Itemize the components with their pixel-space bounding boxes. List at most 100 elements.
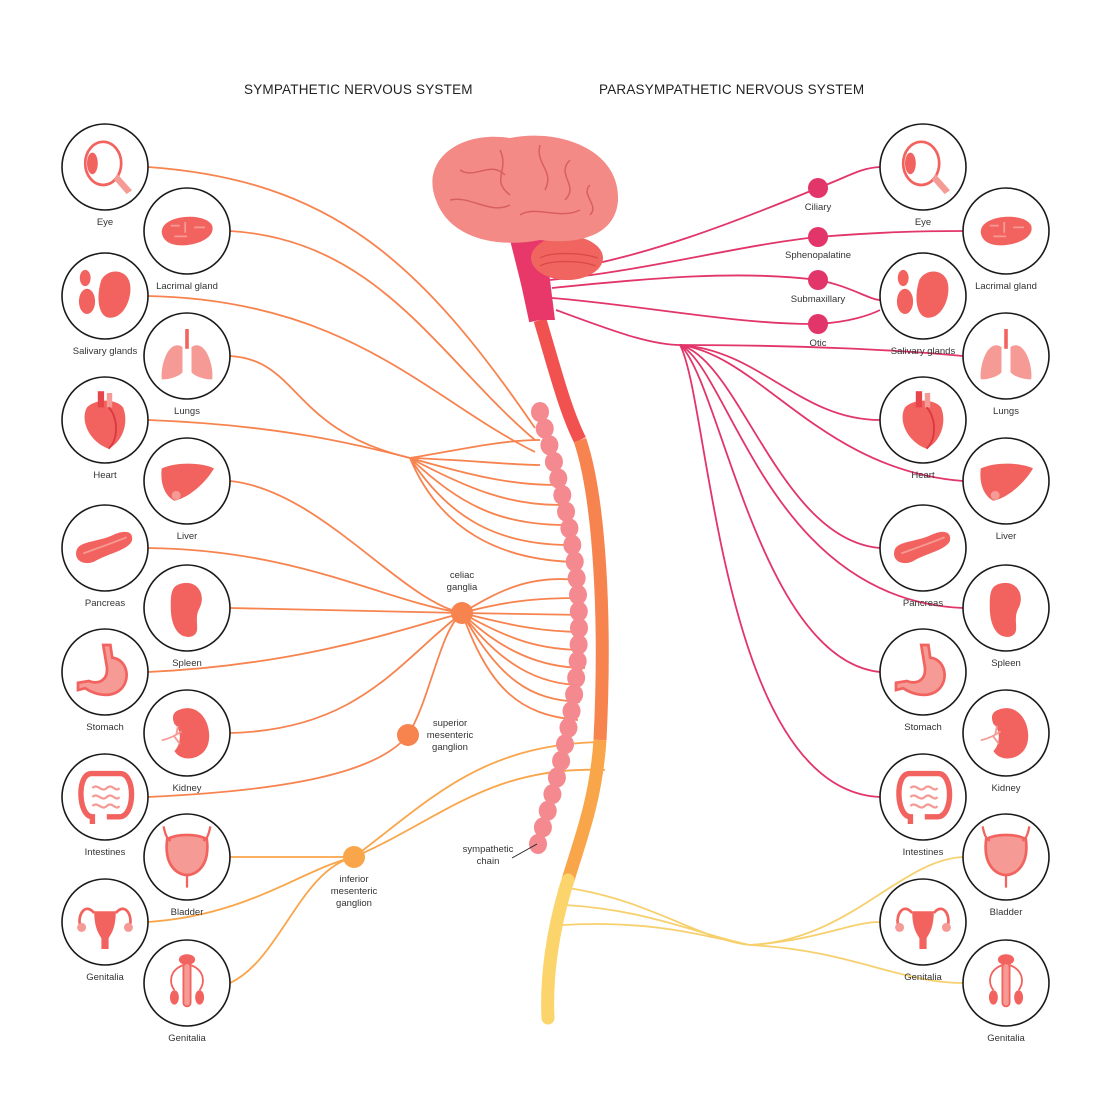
sphenopalatine-node — [808, 227, 828, 247]
sympathetic-organ-label: Genitalia — [168, 1033, 206, 1044]
sympathetic-organ-label: Genitalia — [86, 972, 124, 983]
sympathetic-organ-label: Spleen — [172, 658, 202, 669]
otic-node — [808, 314, 828, 334]
sympathetic-organ-circle-eye — [61, 123, 149, 211]
sympathetic-organ-label: Pancreas — [84, 598, 126, 609]
nerve-eye — [147, 166, 536, 429]
chain-ganglion — [549, 468, 568, 489]
chain-ganglion — [570, 618, 588, 638]
parasympathetic-organ-label: Intestines — [902, 847, 944, 858]
sympathetic-organ-label: Lacrimal gland — [156, 281, 218, 292]
chain-ganglion — [560, 518, 579, 539]
chain-ganglion — [562, 701, 581, 722]
celiac-ganglia-node — [451, 602, 473, 624]
parasympathetic-organ-label: Genitalia — [987, 1033, 1025, 1044]
chain-ganglion — [553, 485, 572, 506]
parasympathetic-organ-label: Lungs — [993, 406, 1019, 417]
chain-ganglion — [531, 402, 549, 422]
nerve-pancreas — [147, 547, 463, 614]
sacral-parasympathetic-nerves — [561, 856, 964, 984]
chain-ganglion — [569, 634, 588, 655]
parasympathetic-organ-label: Genitalia — [904, 972, 942, 983]
parasympathetic-organ-label: Liver — [995, 531, 1017, 542]
ciliary-node — [808, 178, 828, 198]
parasympathetic-organ-label: Heart — [911, 470, 935, 481]
sympathetic-organ-label: Kidney — [172, 783, 202, 794]
chain-ganglion — [535, 418, 554, 439]
chain-ganglion — [559, 717, 578, 738]
salivary-icon — [896, 269, 949, 318]
chain-ganglion — [529, 834, 547, 854]
celiac-to-superior — [407, 612, 463, 736]
salivary-icon — [78, 269, 131, 318]
sympathetic-organ-label: Bladder — [170, 907, 204, 918]
sympathetic-organ-label: Lungs — [174, 406, 200, 417]
chain-ganglion — [563, 534, 582, 555]
nerve-salivary — [147, 295, 536, 453]
chain-ganglion — [569, 601, 588, 622]
chain-ganglion — [547, 767, 566, 788]
fan-celiac — [461, 578, 586, 721]
nerve-genitalia-m — [229, 856, 355, 984]
sympathetic-organ-label: Stomach — [86, 722, 124, 733]
chain-ganglion — [540, 435, 559, 456]
chain-ganglion — [568, 584, 587, 605]
parasympathetic-organ-label: Lacrimal gland — [975, 281, 1037, 292]
nerve-spleen — [229, 607, 463, 614]
chain-pointer — [511, 843, 538, 859]
parasympathetic-organ-circle-stomach — [879, 628, 967, 716]
parasympathetic-organ-circle-lungs — [962, 312, 1050, 400]
sympathetic-organ-label: Eye — [96, 217, 114, 228]
chain-ganglion — [568, 651, 587, 672]
parasympathetic-organ-label: Bladder — [989, 907, 1023, 918]
otic-label: Otic — [809, 338, 827, 349]
chain-ganglion — [565, 684, 584, 705]
fan-upper — [409, 439, 576, 563]
parasympathetic-organ-label: Eye — [914, 217, 932, 228]
chain-ganglion — [552, 750, 571, 771]
parasympathetic-organ-label: Kidney — [991, 783, 1021, 794]
organ-icons — [61, 123, 1050, 1027]
parasympathetic-title: PARASYMPATHETIC NERVOUS SYSTEM — [599, 82, 865, 97]
sphenopalatine-label: Sphenopalatine — [784, 250, 852, 261]
chain-ganglion — [555, 734, 574, 755]
nerve-genitalia-f — [147, 856, 355, 923]
chain-ganglion — [557, 501, 576, 522]
chain-ganglion — [533, 817, 552, 838]
chain-ganglion — [543, 784, 562, 805]
brain — [432, 135, 619, 320]
nerve-intestines — [147, 734, 409, 798]
nerve-liver — [229, 480, 463, 614]
nerve-kidney — [229, 612, 463, 734]
sympathetic-organ-label: Salivary glands — [72, 346, 138, 357]
spinal-cord — [514, 247, 609, 1025]
submaxillary-label: Submaxillary — [790, 294, 846, 305]
sympathetic-organ-label: Heart — [93, 470, 117, 481]
submaxillary-node — [808, 270, 828, 290]
parasympathetic-organ-label: Spleen — [991, 658, 1021, 669]
sympathetic-organ-label: Liver — [176, 531, 198, 542]
chain-ganglion — [538, 800, 557, 821]
nerve-heart — [147, 419, 411, 459]
chain-ganglion — [565, 551, 584, 572]
nerve-lacrimal — [229, 230, 536, 441]
parasympathetic-organ-label: Stomach — [904, 722, 942, 733]
nerve-lungs — [229, 355, 411, 459]
sympathetic-organ-circle-stomach — [61, 628, 149, 716]
inferior-mesenteric-node — [343, 846, 365, 868]
parasympathetic-organ-label: Salivary glands — [890, 346, 956, 357]
parasympathetic-nerves — [547, 166, 964, 798]
sympathetic-organ-label: Intestines — [84, 847, 126, 858]
chain-ganglion — [544, 451, 563, 472]
superior-mesenteric-node — [397, 724, 419, 746]
sympathetic-title: SYMPATHETIC NERVOUS SYSTEM — [244, 82, 473, 97]
parasympathetic-organ-circle-eye — [879, 123, 967, 211]
parasympathetic-organ-label: Pancreas — [902, 598, 944, 609]
nerve-stomach — [147, 612, 463, 673]
